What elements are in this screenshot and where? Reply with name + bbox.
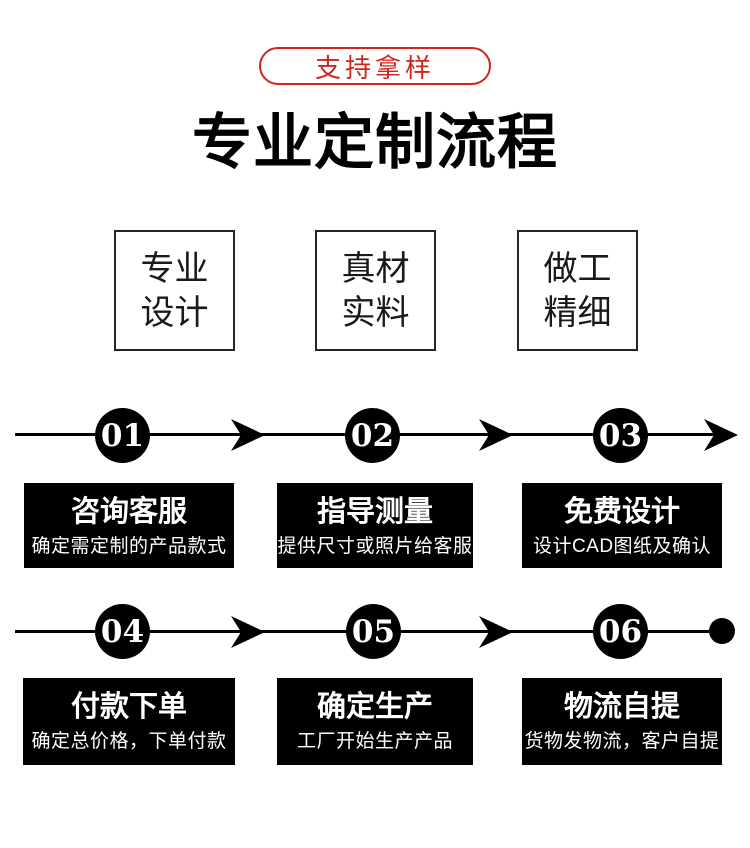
step-number-circle: 06 [593, 604, 648, 659]
step-box-payment: 付款下单 确定总价格，下单付款 [23, 678, 235, 765]
step-number-circle: 02 [345, 408, 400, 463]
step-box-consult: 咨询客服 确定需定制的产品款式 [24, 483, 234, 568]
step-title: 物流自提 [563, 691, 680, 723]
step-number-circle: 05 [346, 604, 401, 659]
right-arrowhead-icon [704, 419, 738, 451]
feature-line: 设计 [140, 293, 209, 332]
step-number: 04 [100, 613, 145, 650]
step-title: 确定生产 [316, 691, 433, 723]
right-arrowhead-icon [479, 616, 513, 648]
step-number: 02 [350, 417, 395, 454]
step-title: 付款下单 [70, 691, 187, 723]
step-title: 咨询客服 [70, 496, 187, 528]
right-arrowhead-icon [231, 616, 265, 648]
step-box-free-design: 免费设计 设计CAD图纸及确认 [522, 483, 722, 568]
page-title: 专业定制流程 [192, 109, 558, 176]
step-box-logistics: 物流自提 货物发物流，客户自提 [522, 678, 722, 765]
step-description: 提供尺寸或照片给客服 [277, 536, 473, 557]
step-number: 05 [351, 613, 396, 650]
step-description: 货物发物流，客户自提 [524, 731, 720, 752]
feature-line: 实料 [341, 293, 410, 332]
step-description: 设计CAD图纸及确认 [532, 536, 712, 557]
feature-box-workmanship: 做工 精细 [517, 230, 638, 351]
step-box-measure: 指导测量 提供尺寸或照片给客服 [277, 483, 473, 568]
step-box-production: 确定生产 工厂开始生产产品 [277, 678, 473, 765]
feature-line: 专业 [140, 249, 209, 288]
step-title: 指导测量 [316, 496, 433, 528]
right-arrowhead-icon [231, 419, 265, 451]
badge-label: 支持拿样 [314, 52, 435, 83]
step-number-circle: 01 [95, 408, 150, 463]
feature-line: 精细 [543, 293, 612, 332]
step-description: 确定总价格，下单付款 [31, 731, 227, 752]
right-arrowhead-icon [479, 419, 513, 451]
step-number-circle: 04 [95, 604, 150, 659]
step-number: 01 [100, 417, 145, 454]
step-description: 工厂开始生产产品 [296, 731, 453, 752]
step-number-circle: 03 [593, 408, 648, 463]
feature-line: 做工 [543, 249, 612, 288]
step-number: 03 [598, 417, 643, 454]
terminal-dot-icon [709, 618, 735, 644]
step-number: 06 [598, 613, 643, 650]
step-title: 免费设计 [563, 496, 680, 528]
sample-support-badge: 支持拿样 [259, 47, 491, 85]
feature-box-design: 专业 设计 [114, 230, 235, 351]
feature-line: 真材 [341, 249, 410, 288]
step-description: 确定需定制的产品款式 [31, 536, 227, 557]
feature-box-materials: 真材 实料 [315, 230, 436, 351]
